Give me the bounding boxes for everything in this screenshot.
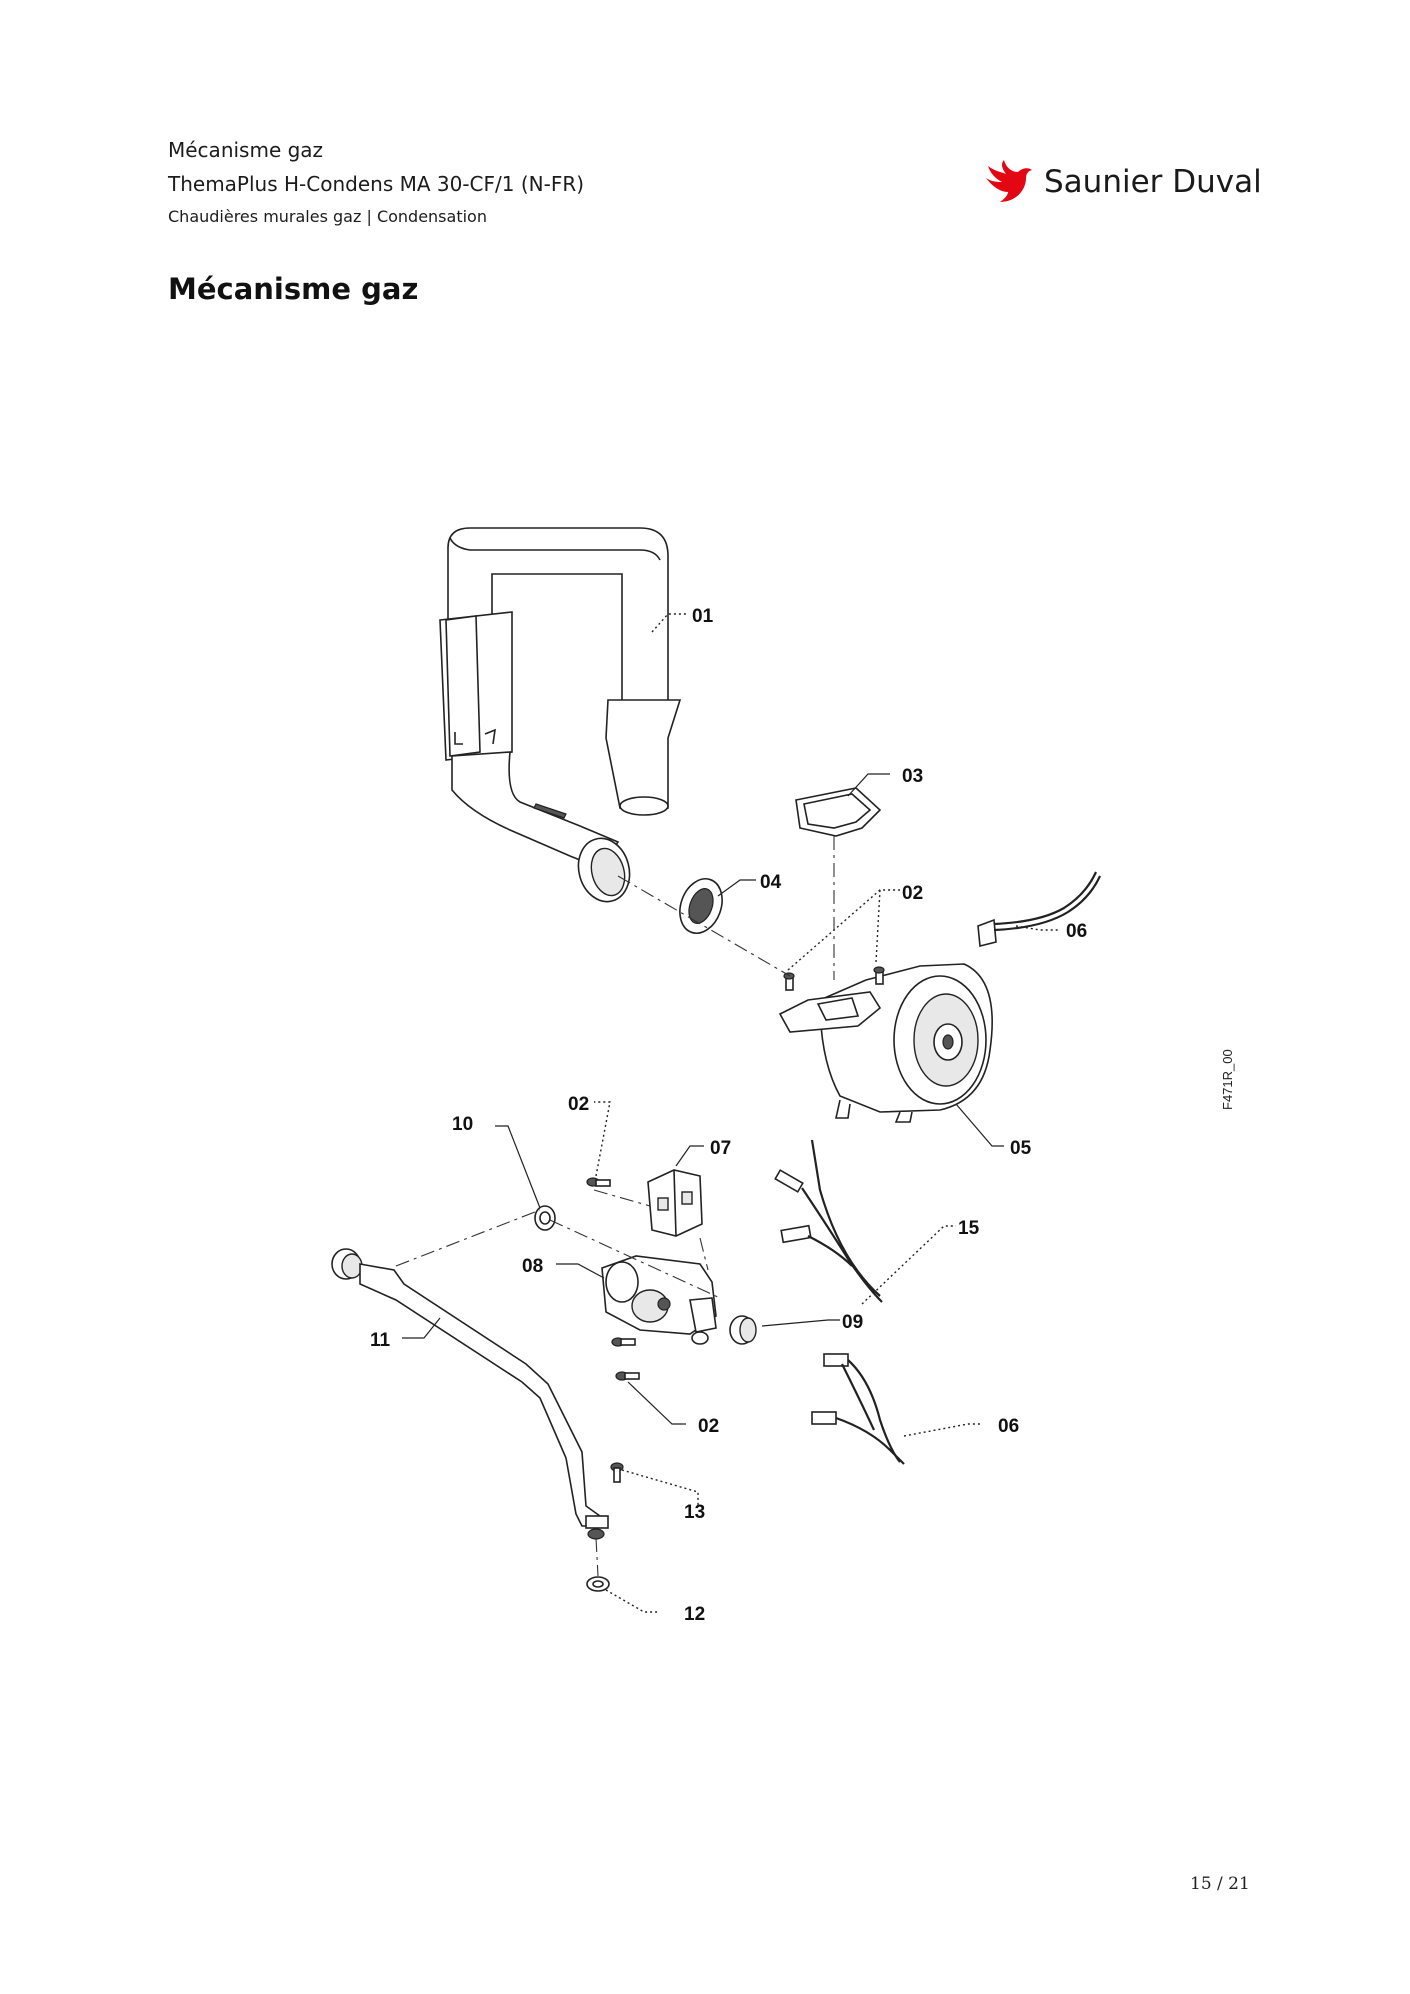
label-02-fan: 02	[902, 883, 923, 904]
part-06-cable-upper	[977, 871, 1102, 948]
part-06-harness-lower	[811, 1353, 905, 1465]
label-10: 10	[452, 1114, 473, 1135]
part-03-gasket	[795, 787, 882, 837]
part-12-washer	[586, 1576, 610, 1592]
label-06-upper: 06	[1066, 921, 1087, 942]
label-04: 04	[760, 872, 782, 893]
leader-lines	[402, 613, 1060, 1613]
label-08: 08	[522, 1256, 543, 1277]
label-01: 01	[692, 606, 714, 627]
label-02-lower: 02	[698, 1416, 719, 1437]
page-title: Mécanisme gaz	[168, 272, 419, 306]
label-09: 09	[842, 1312, 863, 1333]
callout-labels: 01 02 02 02 03 04 05 06 06 07 08 09 10 1…	[370, 606, 1087, 1625]
part-13-screw	[610, 1462, 624, 1483]
part-10-o-ring	[534, 1205, 556, 1231]
label-06-lower: 06	[998, 1416, 1019, 1437]
assembly-axes	[395, 836, 835, 1577]
label-13: 13	[684, 1502, 705, 1523]
label-15: 15	[958, 1218, 980, 1239]
label-07: 07	[710, 1138, 731, 1159]
bird-logo-icon	[986, 160, 1032, 202]
header-line-product: ThemaPlus H-Condens MA 30-CF/1 (N-FR)	[168, 172, 585, 196]
label-11: 11	[370, 1330, 391, 1351]
part-04-seal-ring	[679, 878, 723, 934]
part-08-gas-valve	[601, 1255, 717, 1345]
brand-name: Saunier Duval	[1044, 164, 1262, 200]
part-15-sensor-cable	[774, 1139, 883, 1303]
label-05: 05	[1010, 1138, 1032, 1159]
drawing-code: F471R_00	[1220, 1049, 1235, 1110]
brand-logo: Saunier Duval	[982, 158, 1262, 208]
part-02-screws-lower	[586, 1177, 640, 1381]
part-09-cap	[729, 1315, 757, 1345]
part-01-air-duct	[439, 527, 682, 903]
label-03: 03	[902, 766, 923, 787]
label-12: 12	[684, 1604, 705, 1625]
part-05-fan	[778, 963, 993, 1123]
header-line-section: Mécanisme gaz	[168, 138, 324, 162]
part-07-valve-coil	[647, 1169, 703, 1237]
header-line-category: Chaudières murales gaz | Condensation	[168, 207, 487, 226]
part-11-gas-pipe	[331, 1248, 609, 1540]
page-number: 15 / 21	[1190, 1874, 1250, 1894]
label-02-valve: 02	[568, 1094, 589, 1115]
